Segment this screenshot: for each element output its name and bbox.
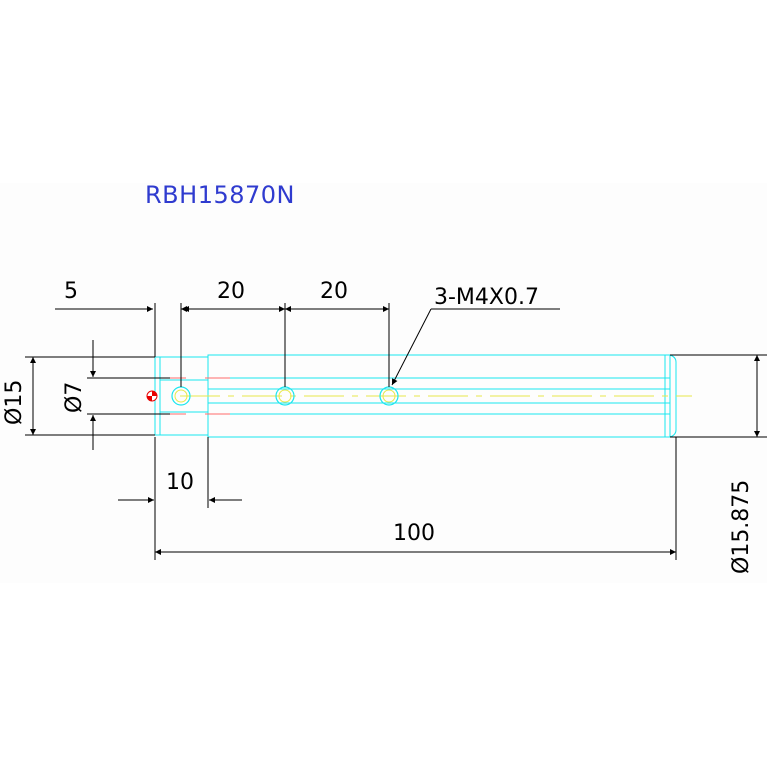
dim-offset-5: 5 — [64, 279, 78, 304]
origin-marker-icon — [146, 390, 158, 402]
part-number-title: RBH15870N — [145, 181, 295, 209]
dim-dia-outer: Ø15 — [2, 380, 27, 425]
part-outline — [154, 354, 677, 438]
dimension-lines — [25, 303, 767, 560]
dim-pitch-1: 20 — [217, 279, 245, 304]
dimension-labels: 5 20 20 3-M4X0.7 10 100 Ø15 Ø7 Ø15.875 — [2, 279, 754, 574]
dim-total-100: 100 — [393, 521, 435, 546]
thread-holes — [171, 386, 399, 406]
dim-step-10: 10 — [166, 470, 194, 495]
thread-note: 3-M4X0.7 — [434, 285, 539, 310]
dim-dia-shaft: Ø15.875 — [729, 480, 754, 574]
dim-pitch-2: 20 — [320, 279, 348, 304]
dim-dia-inner: Ø7 — [62, 382, 87, 413]
drawing-sheet — [0, 183, 767, 583]
